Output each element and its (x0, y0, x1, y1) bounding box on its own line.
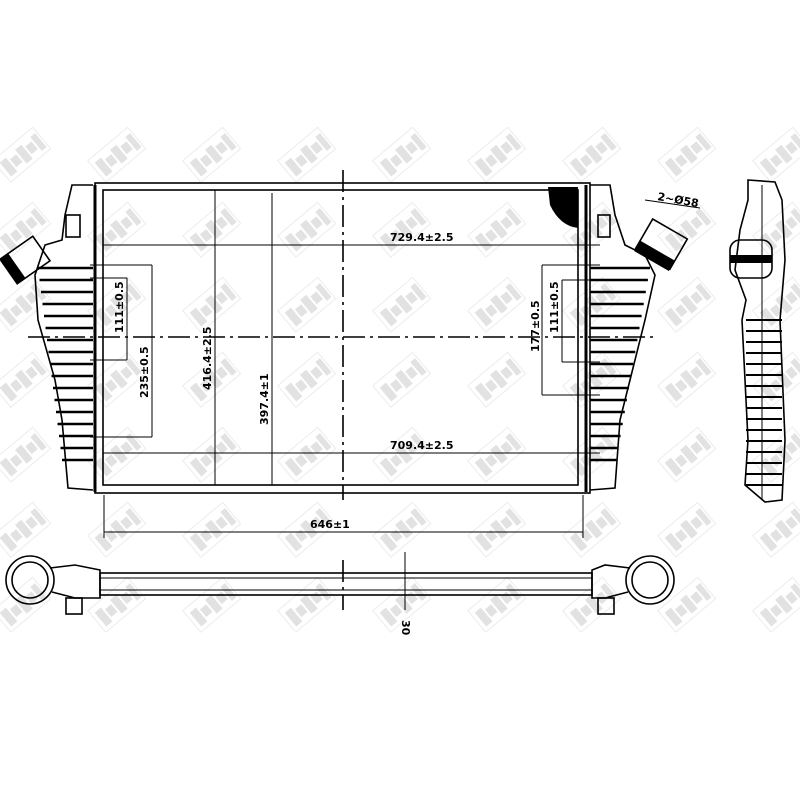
corner-bracket (548, 187, 578, 228)
watermark-logo (182, 126, 242, 183)
watermark-logo (657, 201, 717, 258)
watermark-logo (467, 501, 527, 558)
watermark-logo (182, 501, 242, 558)
watermark-logo (182, 576, 242, 633)
watermark-logo (0, 426, 52, 483)
watermark-logo (0, 201, 52, 258)
dim-core-width: 709.4±2.5 (390, 439, 454, 452)
watermark-logo (752, 276, 800, 333)
watermark-logo (0, 126, 52, 183)
right-tank-bracket (597, 214, 611, 238)
bottom-view: 30 (5, 552, 675, 636)
watermark-logo (87, 501, 147, 558)
watermark-logo (372, 501, 432, 558)
watermark-logo (657, 501, 717, 558)
watermark-logo (87, 126, 147, 183)
watermark-logo (87, 351, 147, 408)
right-pipe-end (625, 555, 675, 605)
watermark-logo (562, 126, 622, 183)
dim-left-inner-spacing: 111±0.5 (113, 281, 126, 333)
watermark-logo (372, 576, 432, 633)
watermark-logo (657, 276, 717, 333)
dim-right-inner-spacing: 111±0.5 (548, 281, 561, 333)
right-tank (589, 184, 656, 491)
watermark-logo (0, 351, 52, 408)
watermark-logo (0, 576, 52, 633)
watermark-logo (657, 351, 717, 408)
watermark-logo (752, 576, 800, 633)
watermark-logo (87, 576, 147, 633)
watermark-logo (752, 351, 800, 408)
watermark-logo (277, 426, 337, 483)
watermark-logo (372, 201, 432, 258)
dim-thickness: 30 (399, 620, 412, 636)
dim-right-mount-spacing: 177±0.5 (529, 300, 542, 352)
watermark-logo (182, 201, 242, 258)
watermark-logo (182, 351, 242, 408)
watermark-logo (277, 201, 337, 258)
watermark-logo (277, 351, 337, 408)
side-view (729, 179, 786, 503)
watermark-logo (0, 501, 52, 558)
left-tank-fins (38, 266, 93, 462)
side-fins (746, 319, 782, 486)
watermark-logo (657, 126, 717, 183)
watermark-logo (277, 276, 337, 333)
dim-overall-width: 729.4±2.5 (390, 231, 454, 244)
side-outline (734, 179, 786, 503)
watermark-logo (0, 276, 52, 333)
watermark-logo (467, 576, 527, 633)
watermark-logo (467, 276, 527, 333)
watermark-logo (467, 201, 527, 258)
watermark-logo (657, 426, 717, 483)
right-tank-fins (590, 266, 650, 462)
watermark-logo (277, 501, 337, 558)
watermark-logo (467, 351, 527, 408)
watermark-logo (752, 126, 800, 183)
dim-pipe-diameter: 2~Ø58 (656, 190, 699, 210)
watermark-logo (752, 201, 800, 258)
left-pipe-end (5, 555, 55, 605)
watermark-logo (657, 576, 717, 633)
watermark-logo (372, 351, 432, 408)
watermark-pattern (0, 126, 800, 633)
watermark-logo (87, 426, 147, 483)
watermark-logo (467, 426, 527, 483)
dim-overall-height: 416.4±2.5 (201, 327, 214, 391)
watermark-logo (182, 276, 242, 333)
watermark-logo (277, 576, 337, 633)
dim-core-height: 397.4±1 (258, 373, 271, 425)
watermark-logo (372, 426, 432, 483)
watermark-logo (277, 126, 337, 183)
watermark-logo (372, 276, 432, 333)
watermark-logo (182, 426, 242, 483)
front-view: 729.4±2.5 709.4±2.5 646±1 416.4±2.5 397.… (0, 170, 701, 538)
left-tank-bracket (65, 214, 81, 238)
bottom-core (99, 572, 593, 596)
watermark-logo (752, 501, 800, 558)
watermark-logo (467, 126, 527, 183)
watermark-logo (372, 126, 432, 183)
right-inlet-pipe (634, 217, 689, 272)
left-inlet-pipe (0, 235, 52, 285)
dim-left-mount-spacing: 235±0.5 (138, 346, 151, 398)
dim-mount-width: 646±1 (310, 518, 350, 531)
watermark-logo (562, 501, 622, 558)
left-tank (34, 184, 94, 491)
